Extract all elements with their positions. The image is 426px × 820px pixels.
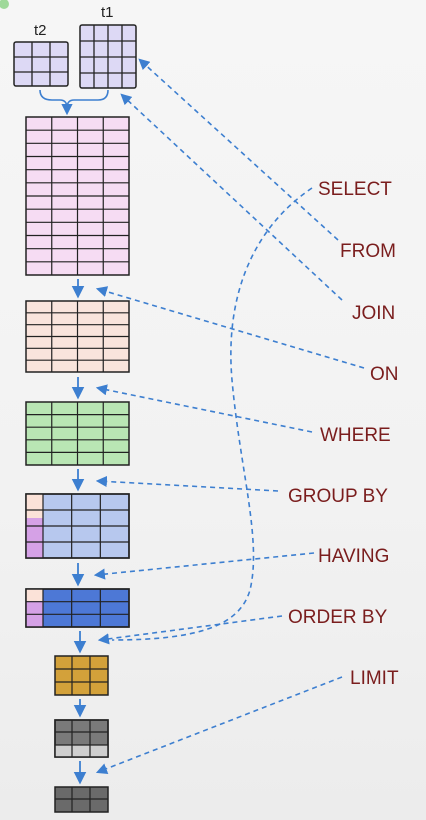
clause-connectors (93, 58, 365, 774)
limit-output-table (54, 786, 109, 813)
clause-on: ON (370, 364, 399, 385)
clause-limit: LIMIT (350, 668, 399, 689)
clause-join: JOIN (352, 303, 395, 324)
limit-input-table (54, 719, 109, 758)
clause-from: FROM (340, 241, 396, 262)
table-t2 (13, 41, 69, 87)
flow-arrows (71, 279, 87, 785)
having-result-table (25, 588, 130, 628)
clause-group-by: GROUP BY (288, 486, 388, 507)
group-by-result-table (25, 493, 130, 559)
clause-having: HAVING (318, 546, 389, 567)
merge-brace (39, 89, 109, 109)
join-result-table (25, 116, 130, 276)
clause-where: WHERE (320, 425, 391, 446)
on-result-table (25, 300, 130, 373)
corner-dot (0, 0, 9, 9)
order-by-result-table (54, 655, 109, 696)
t1-label: t1 (101, 4, 114, 21)
table-t1 (79, 24, 137, 89)
clause-select: SELECT (318, 179, 392, 200)
clause-order-by: ORDER BY (288, 607, 388, 628)
t2-label: t2 (34, 22, 47, 39)
where-result-table (25, 401, 130, 466)
